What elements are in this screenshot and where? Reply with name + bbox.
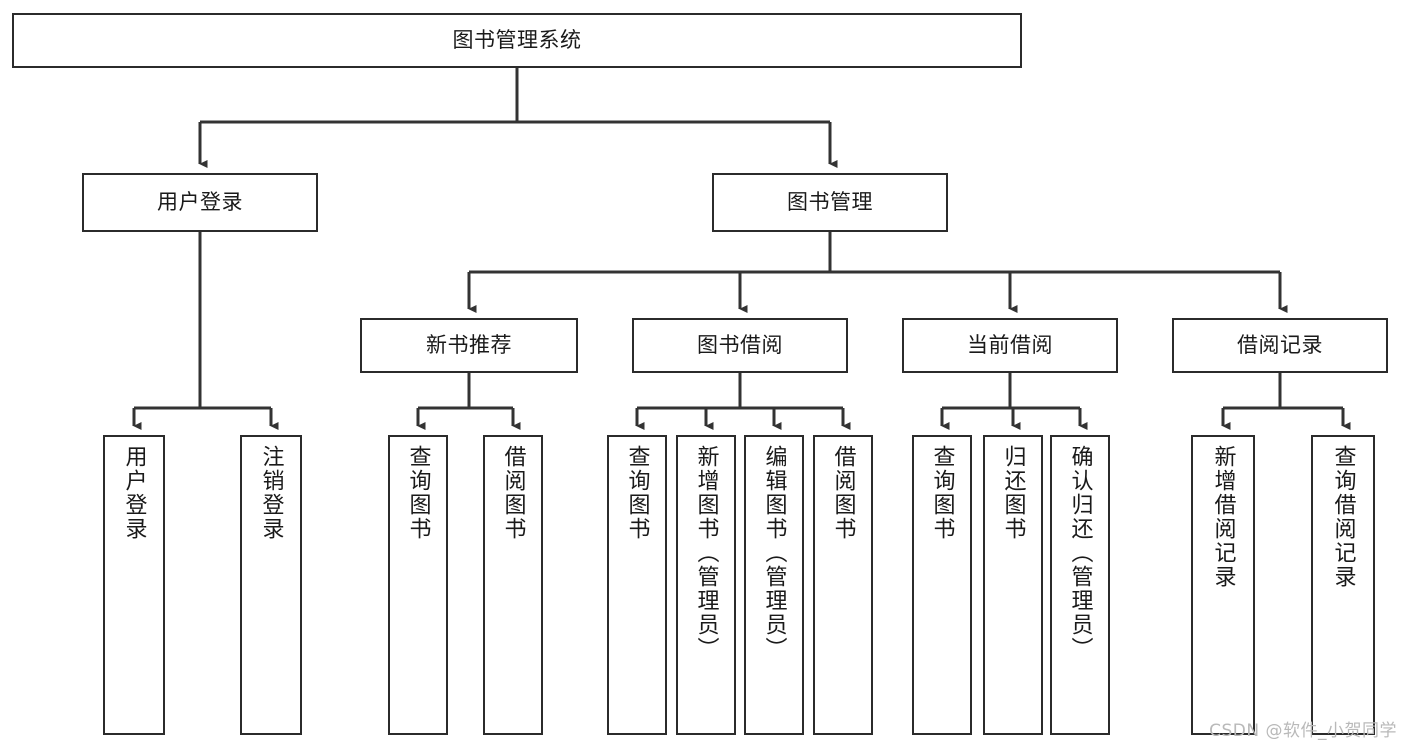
node-leaf-borrow-book[interactable]: 借阅图书 [813, 435, 873, 735]
node-leaf-add-book-admin[interactable]: 新增图书（管理员） [676, 435, 736, 735]
node-level2-book-borrow-label: 图书借阅 [697, 332, 783, 357]
node-level1-user-login-label: 用户登录 [157, 189, 243, 214]
node-leaf-edit-book-admin-label: 编辑图书（管理员） [761, 445, 787, 661]
node-leaf-logout-label: 注销登录 [258, 445, 284, 541]
node-level2-borrow-record-label: 借阅记录 [1237, 332, 1323, 357]
node-leaf-user-login[interactable]: 用户登录 [103, 435, 165, 735]
node-level2-current-borrow[interactable]: 当前借阅 [902, 318, 1118, 373]
node-level2-new-book-recommend-label: 新书推荐 [426, 332, 512, 357]
node-level2-current-borrow-label: 当前借阅 [967, 332, 1053, 357]
node-leaf-add-book-admin-label: 新增图书（管理员） [693, 445, 719, 661]
node-leaf-query-book-recommend-label: 查询图书 [405, 445, 431, 541]
node-leaf-edit-book-admin[interactable]: 编辑图书（管理员） [744, 435, 804, 735]
node-leaf-query-book-current-label: 查询图书 [929, 445, 955, 541]
csdn-watermark: CSDN @软件_小贺同学 [1209, 721, 1397, 741]
node-leaf-query-borrow-record[interactable]: 查询借阅记录 [1311, 435, 1375, 735]
node-level1-book-management-label: 图书管理 [787, 189, 873, 214]
node-leaf-query-book-borrow[interactable]: 查询图书 [607, 435, 667, 735]
node-level2-new-book-recommend[interactable]: 新书推荐 [360, 318, 578, 373]
node-leaf-borrow-book-recommend-label: 借阅图书 [500, 445, 526, 541]
node-level1-user-login[interactable]: 用户登录 [82, 173, 318, 232]
node-leaf-confirm-return-admin[interactable]: 确认归还（管理员） [1050, 435, 1110, 735]
node-leaf-query-borrow-record-label: 查询借阅记录 [1330, 445, 1356, 589]
node-leaf-logout[interactable]: 注销登录 [240, 435, 302, 735]
node-root[interactable]: 图书管理系统 [12, 13, 1022, 68]
node-leaf-add-borrow-record-label: 新增借阅记录 [1210, 445, 1236, 589]
node-leaf-query-book-recommend[interactable]: 查询图书 [388, 435, 448, 735]
node-leaf-return-book[interactable]: 归还图书 [983, 435, 1043, 735]
node-leaf-borrow-book-recommend[interactable]: 借阅图书 [483, 435, 543, 735]
node-leaf-query-book-current[interactable]: 查询图书 [912, 435, 972, 735]
node-level2-book-borrow[interactable]: 图书借阅 [632, 318, 848, 373]
node-leaf-query-book-borrow-label: 查询图书 [624, 445, 650, 541]
node-root-label: 图书管理系统 [452, 27, 582, 52]
node-level2-borrow-record[interactable]: 借阅记录 [1172, 318, 1388, 373]
node-leaf-confirm-return-admin-label: 确认归还（管理员） [1067, 445, 1093, 661]
node-leaf-user-login-label: 用户登录 [121, 445, 147, 541]
node-leaf-add-borrow-record[interactable]: 新增借阅记录 [1191, 435, 1255, 735]
node-level1-book-management[interactable]: 图书管理 [712, 173, 948, 232]
node-leaf-borrow-book-label: 借阅图书 [830, 445, 856, 541]
node-leaf-return-book-label: 归还图书 [1000, 445, 1026, 541]
